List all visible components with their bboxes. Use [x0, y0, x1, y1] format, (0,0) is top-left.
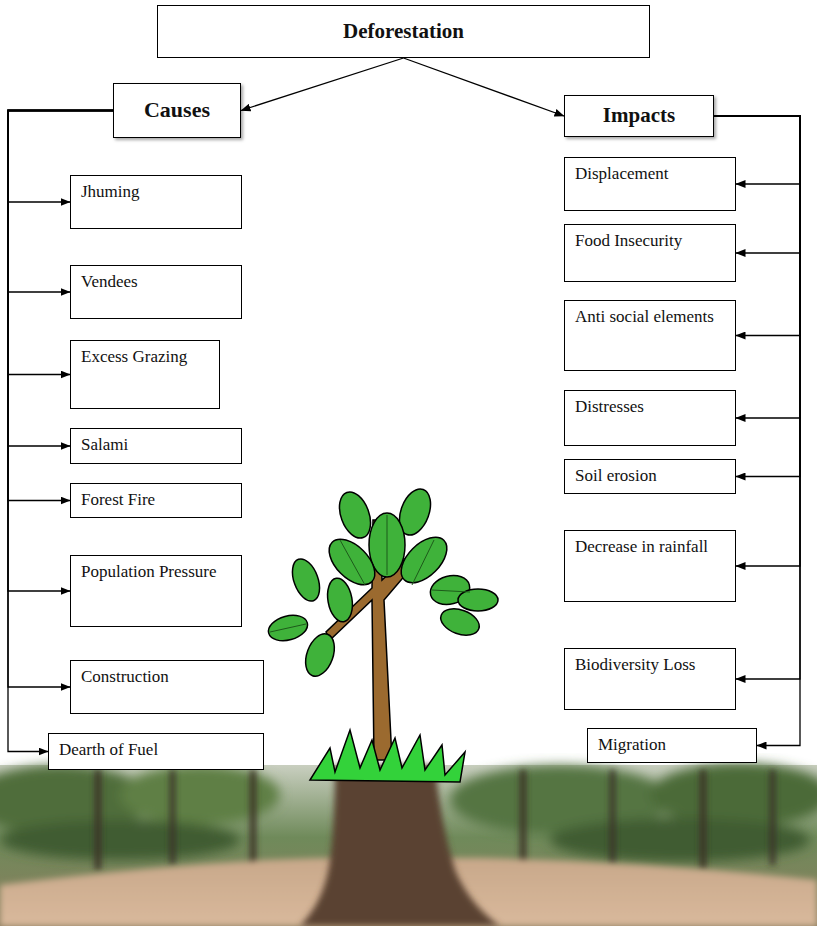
connector-arrow	[8, 111, 113, 375]
cause-box: Construction	[70, 660, 264, 714]
box-label: Salami	[81, 435, 231, 455]
box-label: Construction	[81, 667, 253, 687]
box-label: Food Insecurity	[575, 231, 725, 251]
box-label: Population Pressure	[81, 562, 231, 582]
connector-arrow	[404, 58, 565, 116]
box-label: Migration	[598, 735, 746, 755]
title-box: Deforestation	[157, 5, 650, 58]
box-label: Jhuming	[81, 182, 231, 202]
box-label: Soil erosion	[575, 466, 725, 486]
cause-box: Forest Fire	[70, 483, 242, 518]
box-label: Forest Fire	[81, 490, 231, 510]
connector-arrow	[241, 58, 404, 111]
cause-box: Vendees	[70, 265, 242, 319]
box-label: Vendees	[81, 272, 231, 292]
impact-box: Anti social elements	[564, 300, 736, 371]
impact-box: Biodiversity Loss	[564, 648, 736, 710]
box-label: Decrease in rainfall	[575, 537, 725, 557]
group-box: Impacts	[564, 95, 714, 137]
box-label: Impacts	[603, 103, 675, 128]
impact-box: Soil erosion	[564, 459, 736, 494]
cause-box: Jhuming	[70, 175, 242, 229]
box-label: Biodiversity Loss	[575, 655, 725, 675]
box-label: Dearth of Fuel	[59, 740, 253, 760]
impact-box: Food Insecurity	[564, 224, 736, 282]
impact-box: Displacement	[564, 157, 736, 211]
box-label: Causes	[144, 97, 210, 123]
cause-box: Dearth of Fuel	[48, 733, 264, 770]
cause-box: Salami	[70, 428, 242, 464]
box-label: Displacement	[575, 164, 725, 184]
impact-box: Distresses	[564, 390, 736, 446]
box-label: Distresses	[575, 397, 725, 417]
box-label: Anti social elements	[575, 307, 725, 327]
group-box: Causes	[113, 83, 241, 138]
box-label: Deforestation	[343, 19, 464, 44]
cause-box: Population Pressure	[70, 555, 242, 627]
cause-box: Excess Grazing	[70, 340, 220, 409]
impact-box: Migration	[587, 728, 757, 763]
box-label: Excess Grazing	[81, 347, 209, 367]
impact-box: Decrease in rainfall	[564, 530, 736, 602]
